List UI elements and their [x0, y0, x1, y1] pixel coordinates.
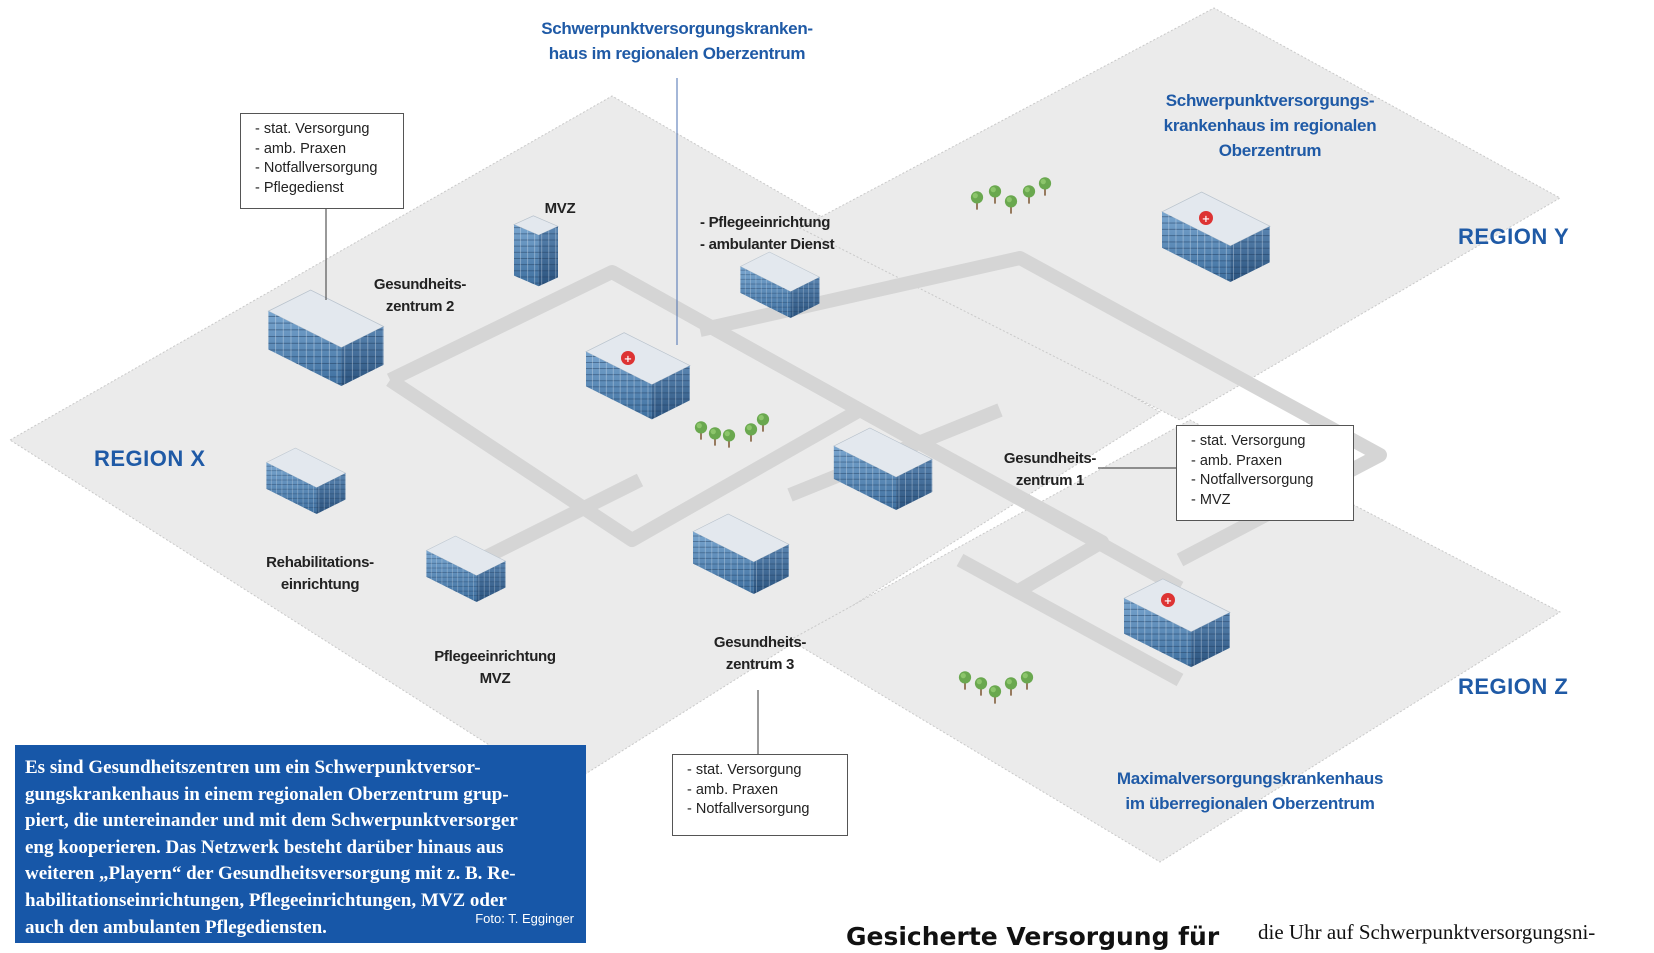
top-hospital-label: Schwerpunktversorgungskranken- haus im r… [520, 16, 834, 66]
pflege-top-label: - Pflegeeinrichtung - ambulanter Dienst [700, 212, 850, 256]
building-hospital-y: + [1161, 191, 1271, 283]
region-y-label: REGION Y [1458, 224, 1570, 249]
svg-text:+: + [1202, 214, 1210, 225]
top-hospital-line-1: Schwerpunktversorgungskranken- [541, 19, 813, 38]
gz2-label: Gesundheits- zentrum 2 [360, 274, 480, 318]
gz1-service-4: - MVZ [1191, 491, 1231, 508]
gz1-line-1: Gesundheits- [1003, 450, 1097, 467]
gz2-service-3: - Notfallversorgung [255, 160, 378, 176]
pflege-mvz-line-1: Pflegeeinrichtung [434, 648, 556, 665]
region-x-ground [9, 95, 1161, 791]
region-z-hospital-label: Maximalversorgungskrankenhaus im überreg… [1090, 766, 1410, 816]
region-z-hospital-line-2: im überregionalen Oberzentrum [1125, 794, 1375, 813]
mvz-line-1: MVZ [544, 200, 576, 217]
pflege-mvz-line-2: MVZ [479, 670, 511, 687]
reha-line-1: Rehabilitations- [266, 554, 374, 571]
gz1-services-box: - stat. Versorgung - amb. Praxen - Notfa… [1176, 425, 1354, 521]
caption-line-4: eng kooperieren. Das Netzwerk besteht da… [25, 836, 504, 858]
gz1-service-1: - stat. Versorgung [1191, 433, 1306, 449]
caption-line-5: weiteren „Playern“ der Gesundheitsversor… [25, 863, 516, 885]
caption-line-7: auch den ambulanten Pflegediensten. [25, 916, 327, 938]
caption-box: Es sind Gesundheitszentren um ein Schwer… [15, 745, 586, 943]
pflege-top-line-2: - ambulanter Dienst [700, 236, 835, 253]
gz2-service-1: - stat. Versorgung [255, 121, 370, 137]
caption-line-1: Es sind Gesundheitszentren um ein Schwer… [25, 757, 481, 778]
region-y-hospital-line-2: krankenhaus im regionalen [1163, 116, 1377, 135]
gz2-service-4: - Pflegedienst [255, 179, 344, 196]
gz1-service-3: - Notfallversorgung [1191, 472, 1314, 488]
gz2-line-2: zentrum 2 [385, 298, 455, 315]
top-hospital-line-2: haus im regionalen Oberzentrum [548, 44, 806, 63]
region-y-hospital-line-3: Oberzentrum [1218, 141, 1322, 160]
gz1-service-2: - amb. Praxen [1191, 452, 1283, 469]
gz2-services-box: - stat. Versorgung - amb. Praxen - Notfa… [240, 113, 404, 209]
svg-text:+: + [624, 354, 632, 365]
gz3-line-2: zentrum 3 [725, 656, 795, 673]
photo-credit: Foto: T. Egginger [475, 911, 574, 927]
building-hospital-center: + [585, 332, 691, 420]
gz3-service-1: - stat. Versorgung [687, 762, 802, 778]
gz3-label: Gesundheits- zentrum 3 [700, 632, 820, 676]
caption-line-6: habilitationseinrichtungen, Pflegeeinric… [25, 889, 507, 911]
gz3-service-3: - Notfallversorgung [687, 801, 810, 817]
article-headline: Gesicherte Versorgung für [846, 922, 1220, 951]
pflege-top-line-1: - Pflegeeinrichtung [700, 214, 831, 231]
region-z-label: REGION Z [1458, 674, 1569, 699]
caption-line-2: gungskrankenhaus in einem regionalen Obe… [25, 783, 509, 805]
gz1-line-2: zentrum 1 [1015, 472, 1085, 489]
gz3-service-2: - amb. Praxen [687, 781, 779, 798]
gz2-service-2: - amb. Praxen [255, 140, 347, 157]
region-y-hospital-line-1: Schwerpunktversorgungs- [1165, 91, 1375, 110]
region-z-hospital-line-1: Maximalversorgungskrankenhaus [1116, 769, 1384, 788]
region-x-label: REGION X [94, 446, 206, 471]
pflege-mvz-label: Pflegeeinrichtung MVZ [420, 646, 570, 690]
gz2-line-1: Gesundheits- [373, 276, 467, 293]
gz3-services-box: - stat. Versorgung - amb. Praxen - Notfa… [672, 754, 848, 836]
reha-label: Rehabilitations- einrichtung [250, 552, 390, 596]
building-hospital-z: + [1123, 578, 1231, 668]
svg-text:+: + [1164, 596, 1172, 607]
reha-line-2: einrichtung [280, 576, 360, 593]
caption-line-3: piert, die untereinander und mit dem Sch… [25, 810, 518, 832]
article-body-text: die Uhr auf Schwerpunktversorgungsni- [1258, 920, 1596, 944]
mvz-label: MVZ [530, 198, 590, 220]
gz1-label: Gesundheits- zentrum 1 [990, 448, 1110, 492]
building-mvz [513, 215, 559, 287]
region-y-hospital-label: Schwerpunktversorgungs- krankenhaus im r… [1120, 88, 1420, 163]
gz3-line-1: Gesundheits- [713, 634, 807, 651]
